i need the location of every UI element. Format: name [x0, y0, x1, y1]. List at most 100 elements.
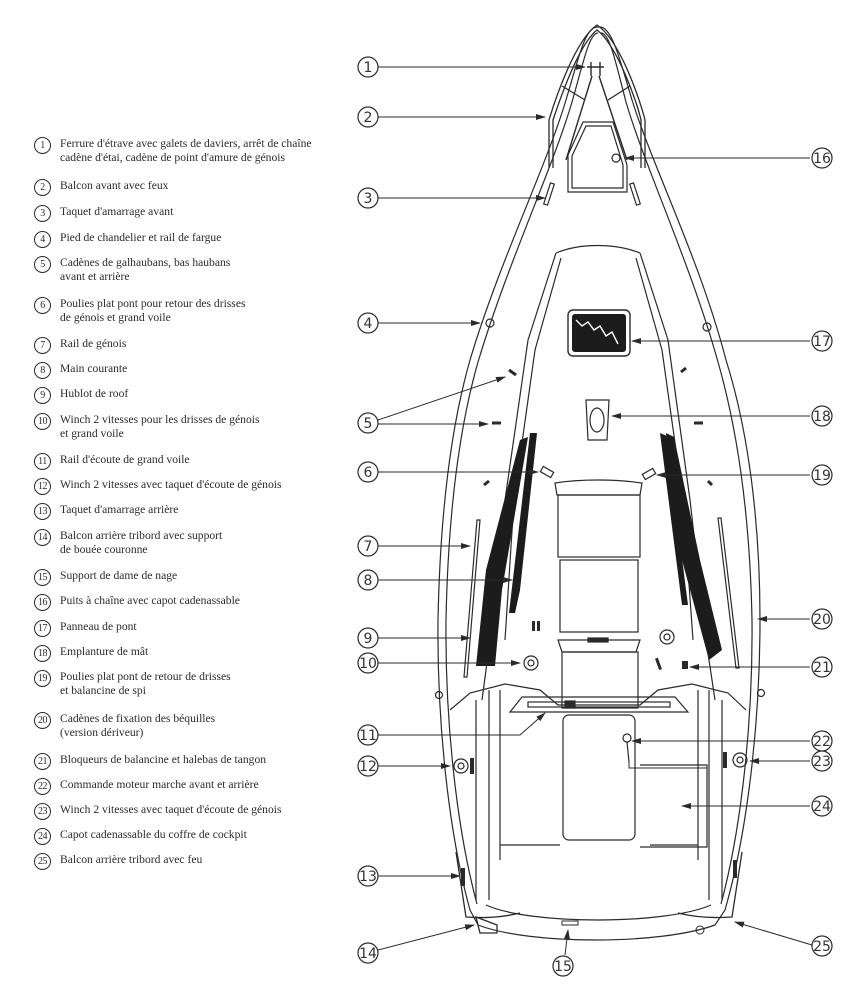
legend-item-3: 3 Taquet d'amarrage avant [34, 205, 173, 222]
callout-number: 19 [813, 468, 831, 484]
callout-number: 6 [364, 465, 373, 481]
callout-circle-9 [357, 627, 379, 649]
cockpit [449, 683, 747, 921]
callout-circle-20 [811, 608, 833, 630]
callout-number: 17 [813, 334, 831, 350]
legend-number: 6 [34, 297, 51, 314]
legend-text: Balcon arrière tribord avec support de b… [60, 529, 223, 556]
callout-number: 9 [364, 631, 373, 647]
callout-number: 13 [359, 869, 377, 885]
leader-lines [377, 64, 813, 956]
callout-number: 20 [813, 612, 831, 628]
mast-step [585, 399, 610, 441]
callout-number: 8 [364, 573, 373, 589]
callout-circle-1 [357, 56, 379, 78]
legend-item-15: 15 Support de dame de nage [34, 569, 177, 586]
callout-number: 11 [359, 728, 377, 744]
legend-number: 23 [34, 803, 51, 820]
callout-circle-16 [811, 147, 833, 169]
legend-text: Balcon arrière tribord avec feu [60, 853, 203, 866]
legend-number: 15 [34, 569, 51, 586]
callout-number: 15 [554, 959, 572, 975]
callouts: 1234567891011121314151617181920212223242… [357, 56, 833, 977]
legend-text: Emplanture de mât [60, 645, 149, 658]
chainplates [483, 366, 714, 487]
legend-number: 9 [34, 387, 51, 404]
callout-circle-11 [357, 724, 379, 746]
legend-text: Puits à chaîne avec capot cadenassable [60, 594, 240, 607]
cabin-windows [476, 433, 722, 666]
callout-circle-13 [357, 865, 379, 887]
legend-number: 3 [34, 205, 51, 222]
callout-number: 24 [813, 799, 831, 815]
legend-number: 4 [34, 231, 51, 248]
deck-blocks [539, 465, 657, 481]
callout-circle-24 [811, 795, 833, 817]
companionway [554, 479, 643, 709]
callout-number: 7 [364, 539, 373, 555]
legend-number: 8 [34, 362, 51, 379]
stern-cleats [461, 860, 737, 886]
callout-circle-17 [811, 330, 833, 352]
legend-text: Winch 2 vitesses avec taquet d'écoute de… [60, 803, 282, 816]
legend-item-6: 6 Poulies plat pont pour retour des driss… [34, 297, 245, 324]
callout-number: 12 [359, 759, 377, 775]
engine-control [622, 733, 632, 763]
legend-number: 1 [34, 137, 51, 154]
legend-text: Cadènes de fixation des béquilles (versi… [60, 712, 216, 739]
legend-text: Support de dame de nage [60, 569, 178, 582]
legend-text: Cadènes de galhaubans, bas haubans avant… [60, 256, 231, 283]
callout-number: 2 [364, 110, 373, 126]
legend-number: 22 [34, 778, 51, 795]
stern-pulpit [455, 851, 743, 934]
legend-text: Winch 2 vitesses pour les drisses de gén… [60, 413, 260, 440]
legend-number: 24 [34, 828, 51, 845]
deck-hatch [567, 309, 631, 357]
legend-number: 12 [34, 478, 51, 495]
callout-circle-19 [811, 464, 833, 486]
callout-circle-2 [357, 106, 379, 128]
legend-number: 10 [34, 413, 51, 430]
legend-number: 17 [34, 620, 51, 637]
callout-number: 23 [813, 754, 831, 770]
callout-circle-23 [811, 750, 833, 772]
bow-pulpit [548, 24, 646, 168]
legend-text: Taquet d'amarrage arrière [60, 503, 179, 516]
legend-number: 16 [34, 594, 51, 611]
callout-number: 5 [364, 416, 373, 432]
legend-text: Rail de génois [60, 337, 127, 350]
legend-item-8: 8 Main courante [34, 362, 127, 379]
callout-circle-21 [811, 656, 833, 678]
legend-text: Rail d'écoute de grand voile [60, 453, 190, 466]
callout-number: 21 [813, 660, 831, 676]
winches [453, 629, 748, 774]
legend-text: Main courante [60, 362, 128, 375]
legend-text: Bloqueurs de balancine et halebas de tan… [60, 753, 267, 766]
anchor-locker [567, 121, 628, 193]
callout-circle-25 [811, 935, 833, 957]
legend-number: 14 [34, 529, 51, 546]
legend-item-10: 10 Winch 2 vitesses pour les drisses de g… [34, 413, 260, 440]
callout-number: 14 [359, 946, 377, 962]
legend-number: 25 [34, 853, 51, 870]
legend-number: 11 [34, 453, 51, 470]
legend-text: Winch 2 vitesses avec taquet d'écoute de… [60, 478, 282, 491]
legend-text: Poulies plat pont pour retour des drisse… [60, 297, 246, 324]
callout-circle-15 [552, 955, 574, 977]
callout-number: 10 [359, 656, 377, 672]
legend-text: Taquet d'amarrage avant [60, 205, 174, 218]
legend-text: Poulies plat pont de retour de drisses e… [60, 670, 231, 697]
